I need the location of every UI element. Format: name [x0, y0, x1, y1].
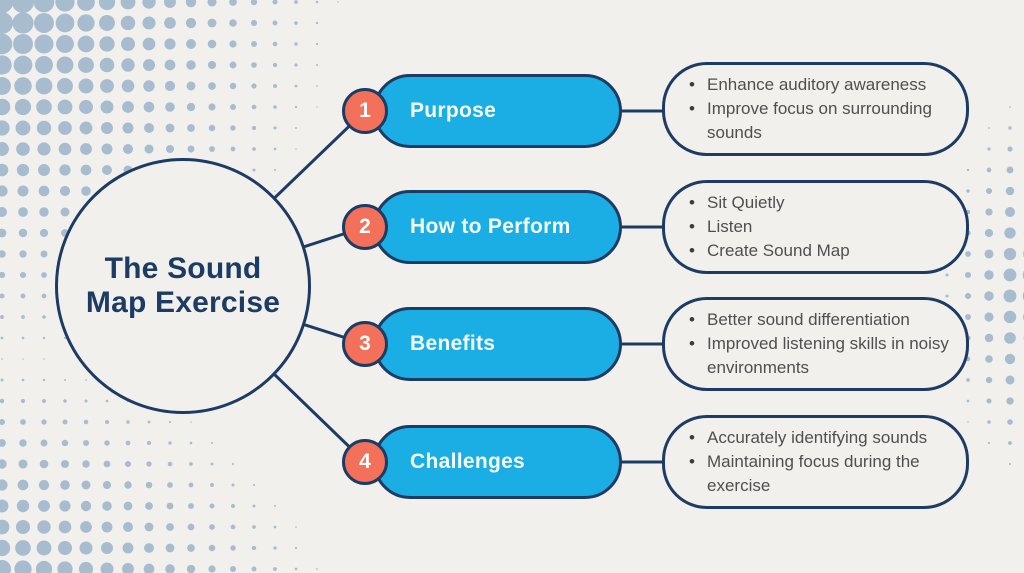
branch-1-details-box: Enhance auditory awareness Improve focus… [662, 62, 969, 156]
branch-3-pill: Benefits [373, 307, 622, 381]
branch-2-number-badge: 2 [342, 204, 388, 250]
branch-2-label: How to Perform [410, 215, 571, 238]
branch-3-label: Benefits [410, 332, 496, 355]
branch-1-pill: Purpose [373, 74, 622, 148]
diagram-title: The Sound Map Exercise [86, 252, 280, 320]
branch-4-label: Challenges [410, 450, 526, 473]
bullet-item: Improve focus on surrounding sounds [687, 97, 960, 145]
bullet-item: Better sound differentiation [687, 308, 960, 332]
title-line-1: The Sound [104, 252, 262, 285]
bullet-item: Sit Quietly [687, 191, 960, 215]
bullet-item: Maintaining focus during the exercise [687, 450, 960, 498]
branch-4-details-box: Accurately identifying sounds Maintainin… [662, 415, 969, 509]
branch-4-bullet-list: Accurately identifying sounds Maintainin… [687, 426, 960, 498]
branch-3-number-badge: 3 [342, 321, 388, 367]
branch-2-details-box: Sit Quietly Listen Create Sound Map [662, 180, 969, 274]
branch-2-pill: How to Perform [373, 190, 622, 264]
branch-1-label: Purpose [410, 99, 497, 122]
branch-2-bullet-list: Sit Quietly Listen Create Sound Map [687, 191, 960, 263]
title-line-2: Map Exercise [85, 286, 281, 319]
bullet-item: Enhance auditory awareness [687, 73, 960, 97]
branch-4-number-badge: 4 [342, 439, 388, 485]
bullet-item: Accurately identifying sounds [687, 426, 960, 450]
center-circle: The Sound Map Exercise [55, 158, 311, 414]
branch-4-pill: Challenges [373, 425, 622, 499]
branch-3-details-box: Better sound differentiation Improved li… [662, 297, 969, 391]
bullet-item: Improved listening skills in noisy envir… [687, 332, 960, 380]
branch-1-number-badge: 1 [342, 88, 388, 134]
bullet-item: Create Sound Map [687, 239, 960, 263]
bullet-item: Listen [687, 215, 960, 239]
branch-1-bullet-list: Enhance auditory awareness Improve focus… [687, 73, 960, 145]
branch-3-bullet-list: Better sound differentiation Improved li… [687, 308, 960, 380]
